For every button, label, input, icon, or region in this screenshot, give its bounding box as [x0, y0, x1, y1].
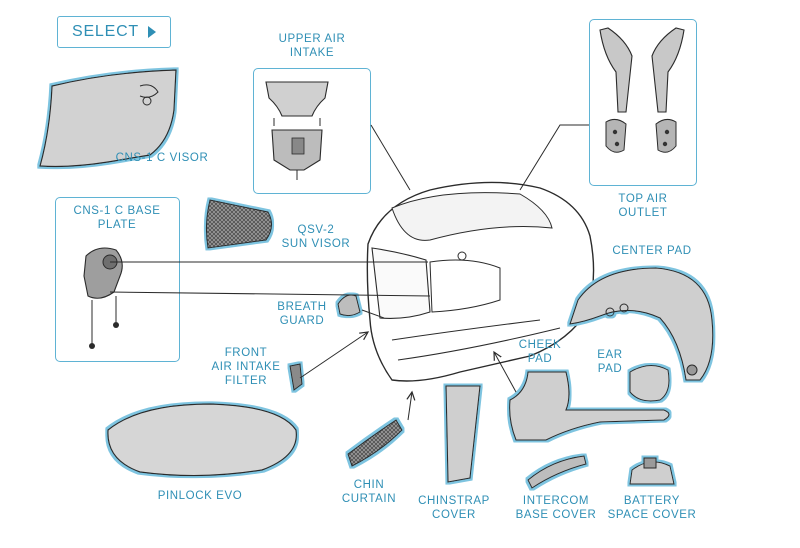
label-cheek-pad[interactable]: CHEEK PAD — [518, 339, 562, 365]
label-cns1c-base-plate[interactable]: CNS-1 C BASE PLATE — [73, 205, 161, 231]
label-intercom-base-cover[interactable]: INTERCOM BASE COVER — [515, 495, 597, 521]
select-button[interactable]: SELECT — [57, 16, 171, 48]
leader-upper-air-intake — [370, 124, 411, 191]
leader-base-plate-lower — [109, 291, 431, 297]
battery-space-cover-part[interactable] — [629, 457, 675, 485]
chinstrap-cover-part[interactable] — [445, 385, 481, 483]
leader-top-air-outlet — [519, 124, 589, 191]
label-chinstrap-cover[interactable]: CHINSTRAP COVER — [418, 495, 490, 521]
leader-cheek-pad — [494, 352, 517, 393]
leader-chin-curtain — [408, 392, 412, 421]
select-label: SELECT — [71, 23, 140, 40]
label-chin-curtain[interactable]: CHIN CURTAIN — [341, 479, 397, 505]
center-pad-part[interactable] — [569, 267, 714, 381]
label-ear-pad[interactable]: EAR PAD — [597, 349, 623, 375]
leader-air-filter — [299, 332, 368, 379]
label-breath-guard[interactable]: BREATH GUARD — [277, 301, 327, 327]
chin-curtain-part[interactable] — [347, 419, 403, 467]
ear-pad-part[interactable] — [629, 365, 670, 402]
label-center-pad[interactable]: CENTER PAD — [612, 245, 692, 257]
leader-breath-guard — [361, 309, 385, 319]
label-battery-space-cover[interactable]: BATTERY SPACE COVER — [607, 495, 697, 521]
breath-guard-part[interactable] — [337, 294, 361, 317]
top-air-outlet-box[interactable] — [589, 19, 697, 186]
label-front-air-intake-filter[interactable]: FRONT AIR INTAKE FILTER — [211, 347, 281, 387]
label-upper-air-intake[interactable]: UPPER AIR INTAKE — [278, 33, 346, 59]
intercom-base-cover-part[interactable] — [527, 455, 587, 489]
leader-lines — [109, 124, 589, 421]
pinlock-evo-part[interactable] — [107, 403, 297, 477]
label-cns1c-visor[interactable]: CNS-1 C VISOR — [115, 152, 209, 164]
play-triangle-icon — [148, 26, 157, 38]
cns1c-base-plate-box[interactable] — [55, 197, 180, 362]
helmet-body — [366, 181, 595, 382]
upper-air-intake-box[interactable] — [253, 68, 371, 194]
cns1c-base-plate-part[interactable] — [83, 247, 123, 349]
cns1c-visor-part[interactable] — [39, 69, 177, 168]
cheek-pad-part[interactable] — [509, 371, 670, 441]
front-air-intake-filter-part[interactable] — [289, 363, 303, 391]
label-qsv2-sun-visor[interactable]: QSV-2 SUN VISOR — [281, 224, 351, 250]
label-top-air-outlet[interactable]: TOP AIR OUTLET — [618, 193, 668, 219]
qsv2-sun-visor-part[interactable] — [205, 199, 272, 249]
label-pinlock-evo[interactable]: PINLOCK EVO — [157, 490, 243, 502]
top-air-outlet-part[interactable] — [599, 27, 685, 153]
upper-air-intake-part[interactable] — [265, 81, 329, 180]
